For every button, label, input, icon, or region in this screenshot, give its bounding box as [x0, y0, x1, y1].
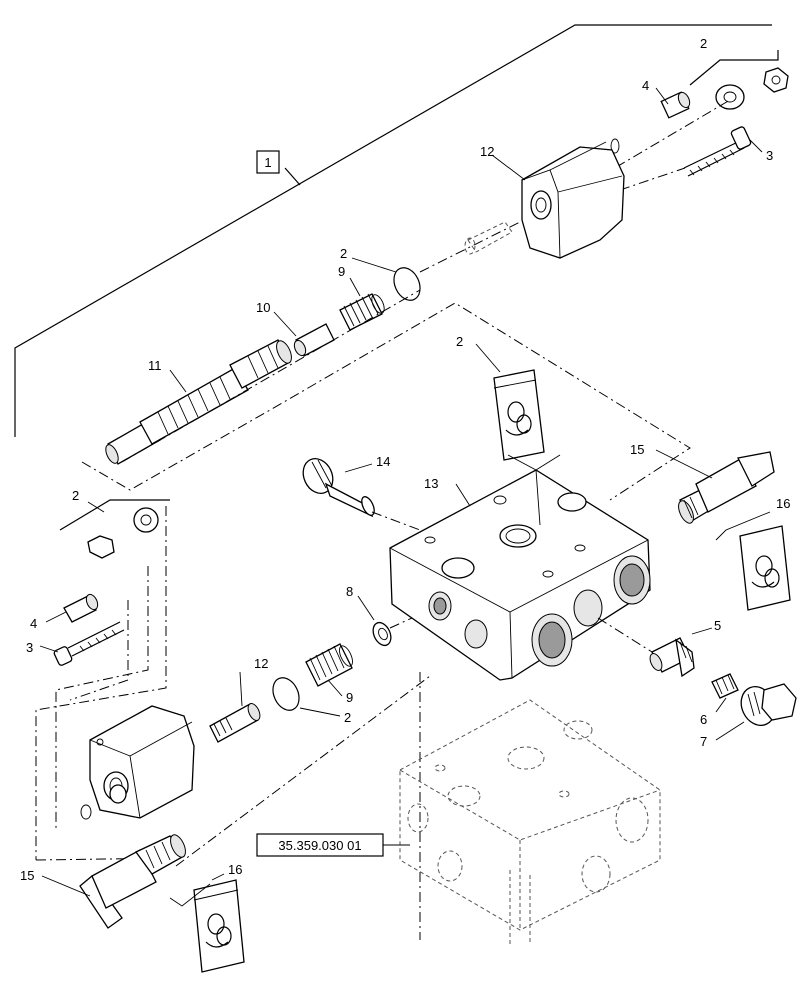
spring-upper: [339, 277, 385, 331]
callout-7[interactable]: 7: [700, 734, 707, 749]
fitting-top: [655, 87, 691, 119]
spring-lower: [305, 643, 353, 697]
seal-kit-bag-16-lower: [169, 873, 245, 973]
fitting-15-lower: [41, 834, 186, 929]
oring-lower: [272, 677, 341, 717]
callout-label: 2: [340, 246, 347, 261]
bolt-left: [39, 621, 125, 666]
plunger: [302, 457, 375, 518]
cartridge-lower: [209, 671, 261, 743]
callout-2-left[interactable]: 2: [72, 488, 79, 503]
callout-label: 9: [346, 690, 353, 705]
valve-body: [389, 454, 651, 681]
callout-label: 2: [456, 334, 463, 349]
callout-label: 2: [72, 488, 79, 503]
callout-1[interactable]: 1: [256, 150, 280, 174]
fitting-left: [45, 593, 99, 623]
fitting-5: [649, 627, 713, 678]
callout-label: 15: [20, 868, 34, 883]
callout-label: 9: [338, 264, 345, 279]
spool: [105, 339, 292, 465]
callout-8[interactable]: 8: [346, 584, 353, 599]
callout-6[interactable]: 6: [700, 712, 707, 727]
callout-15-lower[interactable]: 15: [20, 868, 34, 883]
callout-2-top[interactable]: 2: [700, 36, 707, 51]
callout-4-top[interactable]: 4: [642, 78, 649, 93]
cap-block-top: [491, 141, 625, 259]
bolt-top: [683, 126, 763, 177]
callout-label: 12: [254, 656, 268, 671]
oring-upper: [351, 257, 421, 301]
callout-label: 13: [424, 476, 438, 491]
assembly-bracket: [14, 24, 772, 437]
nut-and-washer-top: [689, 50, 789, 110]
ghost-cartridge: [464, 221, 513, 255]
callout-label: 3: [26, 640, 33, 655]
callout-3-left[interactable]: 3: [26, 640, 33, 655]
callout-9-lower[interactable]: 9: [346, 690, 353, 705]
callout-2-oring-upper[interactable]: 2: [340, 246, 347, 261]
spring-6: [711, 673, 739, 713]
callout-label: 14: [376, 454, 390, 469]
cap-block-lower: [80, 705, 195, 820]
plug-7: [715, 683, 797, 741]
callout-14[interactable]: 14: [376, 454, 390, 469]
reference-block: [399, 699, 661, 945]
callout-11[interactable]: 11: [148, 358, 162, 373]
callout-2-oring-lower[interactable]: 2: [344, 710, 351, 725]
callout-label: 16: [776, 496, 790, 511]
callout-12-top[interactable]: 12: [480, 144, 494, 159]
spacer-upper: [273, 311, 335, 357]
callout-label: 6: [700, 712, 707, 727]
callout-label: 5: [714, 618, 721, 633]
callout-16-lower[interactable]: 16: [228, 862, 242, 877]
callout-label: 11: [148, 358, 162, 373]
callout-label: 12: [480, 144, 494, 159]
callout-label: 4: [30, 616, 37, 631]
small-oring-top: [610, 138, 620, 154]
fitting-15-top: [655, 449, 775, 524]
callout-3-top[interactable]: 3: [766, 148, 773, 163]
callout-label: 3: [766, 148, 773, 163]
callout-label: 8: [346, 584, 353, 599]
washer: [357, 595, 392, 647]
callout-label: 7: [700, 734, 707, 749]
callout-9-upper[interactable]: 9: [338, 264, 345, 279]
reference-label[interactable]: 35.359.030 01: [256, 833, 410, 857]
callout-2-kit-top[interactable]: 2: [456, 334, 463, 349]
reference-code: 35.359.030 01: [278, 838, 361, 853]
callout-label: 16: [228, 862, 242, 877]
callout-label: 2: [344, 710, 351, 725]
left-nut-washer: [59, 499, 170, 559]
callout-label: 10: [256, 300, 270, 315]
callout-5[interactable]: 5: [714, 618, 721, 633]
callout-label: 15: [630, 442, 644, 457]
seal-kit-bag-top: [475, 343, 545, 461]
seal-kit-bag-16-top: [715, 511, 791, 611]
callout-15-top[interactable]: 15: [630, 442, 644, 457]
callout-4-left[interactable]: 4: [30, 616, 37, 631]
callout-16-top[interactable]: 16: [776, 496, 790, 511]
callout-12-lower[interactable]: 12: [254, 656, 268, 671]
callout-10[interactable]: 10: [256, 300, 270, 315]
callout-label: 2: [700, 36, 707, 51]
callout-13[interactable]: 13: [424, 476, 438, 491]
callout-label: 4: [642, 78, 649, 93]
callout-label: 1: [264, 155, 271, 170]
